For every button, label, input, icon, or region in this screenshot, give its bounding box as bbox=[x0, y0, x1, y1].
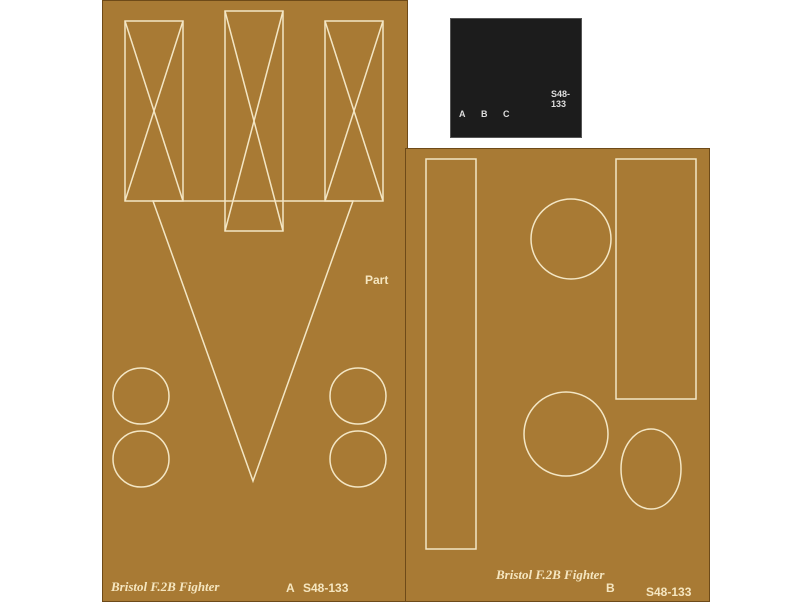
wheel bbox=[112, 367, 170, 425]
fuselage-frame bbox=[425, 158, 477, 550]
card-letter-a: A bbox=[459, 109, 466, 119]
fret-b-title: Bristol F.2B Fighter bbox=[496, 567, 605, 582]
wheel bbox=[329, 430, 387, 488]
fret-b-parts bbox=[425, 158, 697, 550]
fret-a-title: Bristol F.2B Fighter bbox=[111, 579, 220, 594]
acetate-film-card: S48-133 A B C bbox=[450, 18, 582, 138]
fuselage-frame bbox=[151, 200, 355, 484]
ring-part bbox=[523, 391, 609, 477]
card-letter-c: C bbox=[503, 109, 510, 119]
fret-b-mark: B bbox=[606, 581, 615, 595]
ring-part bbox=[530, 198, 612, 280]
fret-a-mark: A bbox=[286, 581, 295, 595]
wheel bbox=[112, 430, 170, 488]
fret-a-code: S48-133 bbox=[303, 581, 349, 595]
photo-etch-fret-b: Bristol F.2B Fighter B S48-133 bbox=[405, 148, 710, 602]
wing-panel bbox=[324, 20, 384, 202]
wheel bbox=[329, 367, 387, 425]
oval-plate bbox=[620, 428, 682, 510]
brand-logo: Part bbox=[365, 273, 389, 287]
photo-etch-fret-a: Bristol F.2B Fighter S48-133 A Part bbox=[102, 0, 408, 602]
card-code: S48-133 bbox=[551, 89, 571, 109]
floor-panel bbox=[615, 158, 697, 400]
fuselage-panel bbox=[224, 10, 284, 232]
card-letter-b: B bbox=[481, 109, 488, 119]
fret-a-parts bbox=[112, 10, 387, 488]
fret-b-code: S48-133 bbox=[646, 585, 692, 599]
